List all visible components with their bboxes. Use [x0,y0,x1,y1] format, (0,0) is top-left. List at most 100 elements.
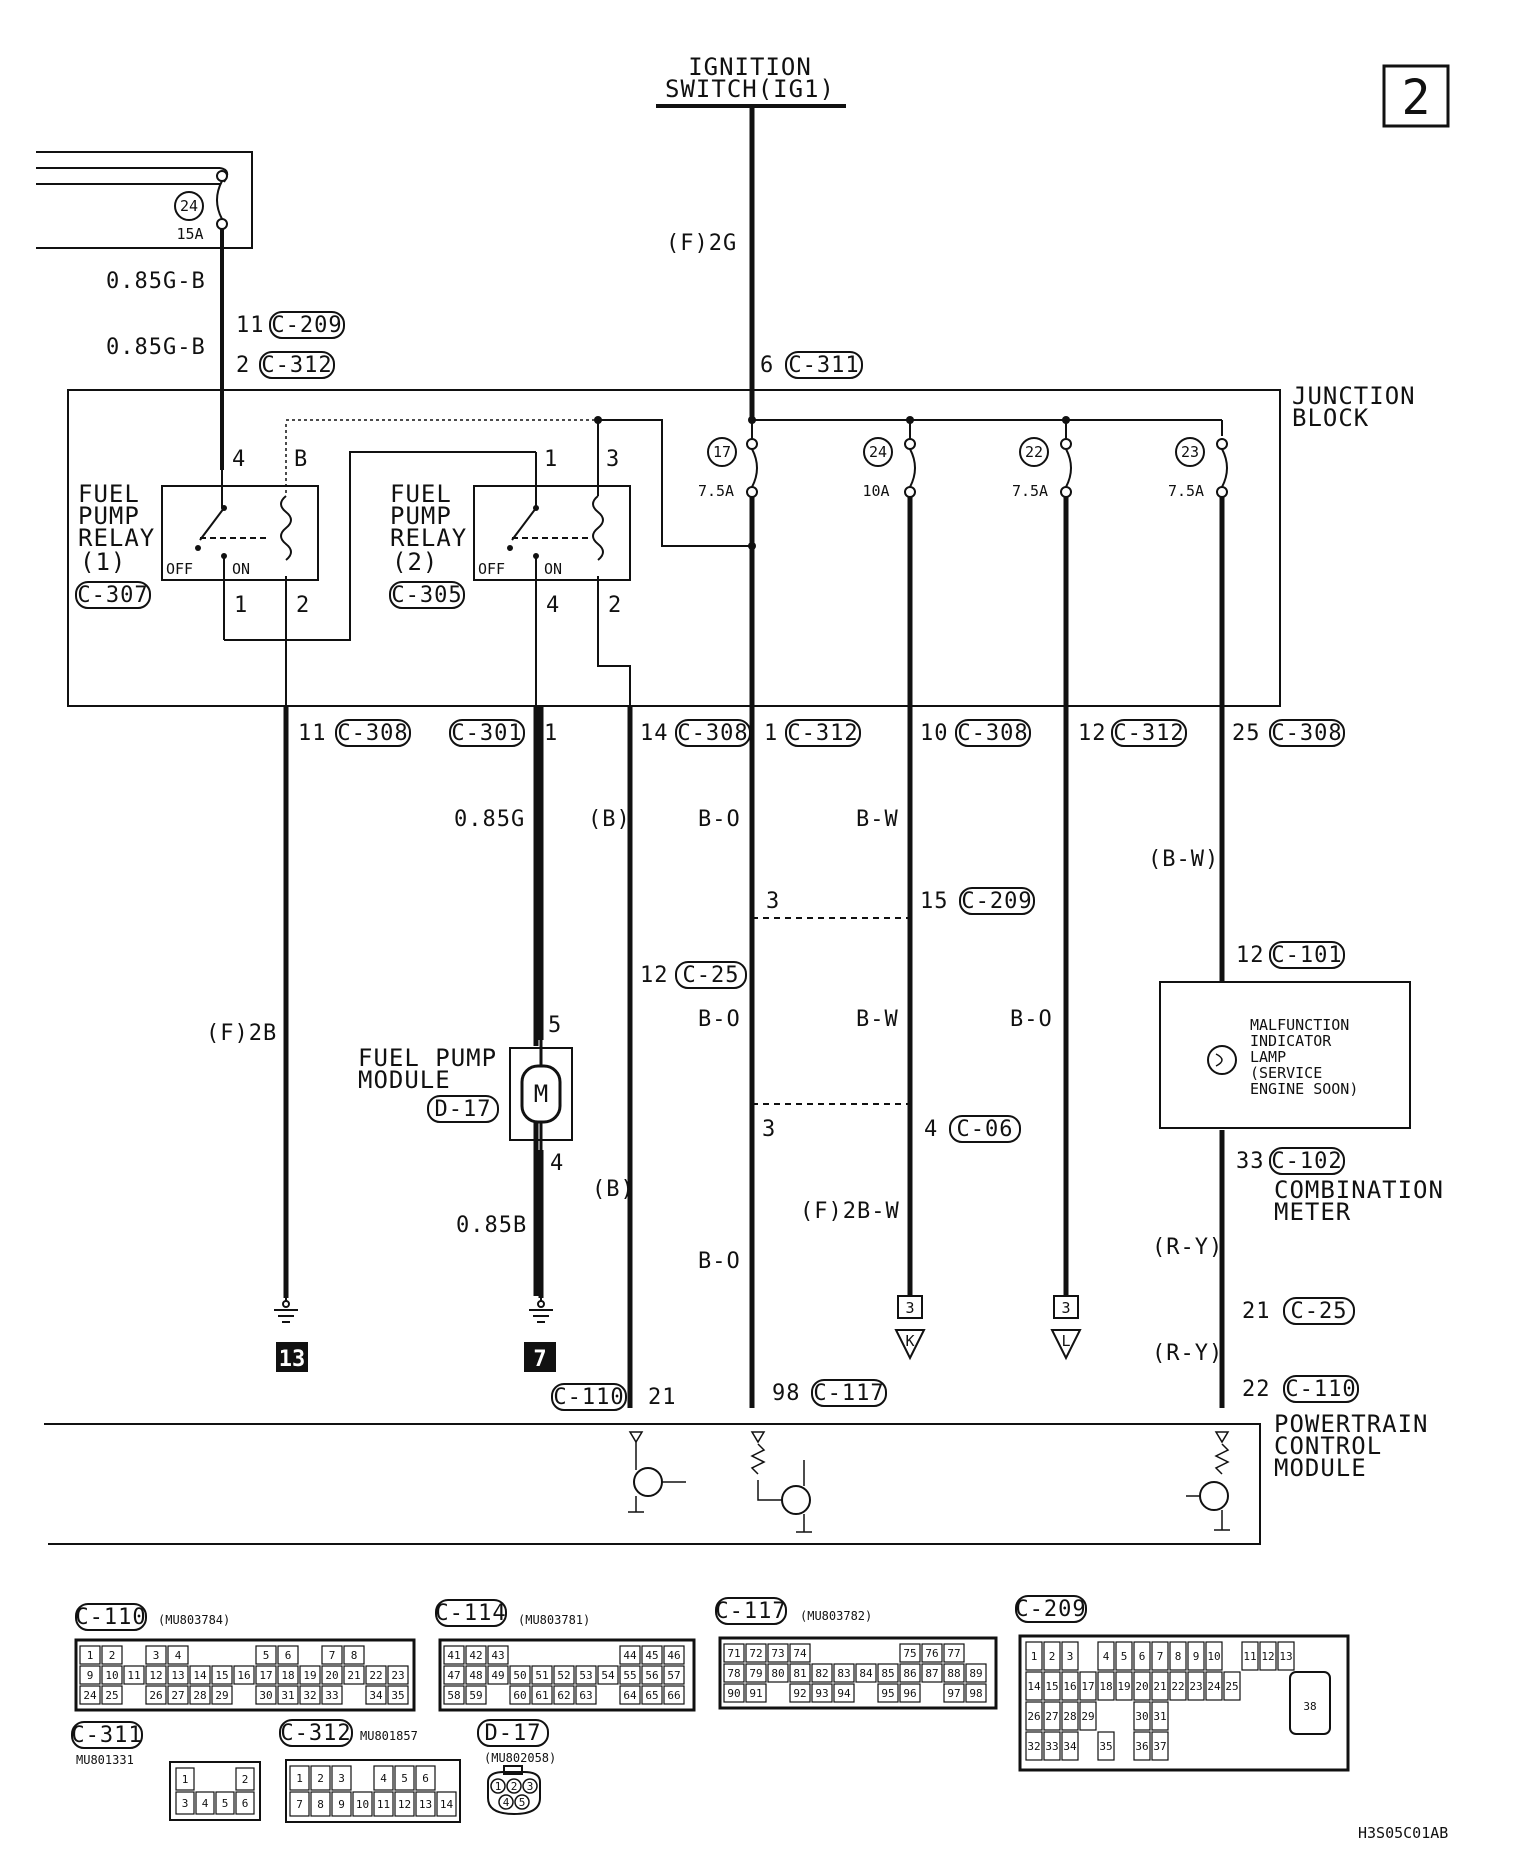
connector-pin-label: 41 [447,1649,460,1662]
connector-pin-cell [1025,1671,1043,1701]
connector-pin-label: 59 [469,1689,482,1702]
exit-pin-c308-10: 10 C-308 [920,719,1031,747]
connector-pin-cell [531,1665,553,1685]
connector-pin-label: 28 [1063,1710,1076,1723]
connector-pin-cell [255,1685,277,1705]
connector-pin-label: 32 [1027,1740,1040,1753]
connector-pin-cell [745,1643,767,1663]
svg-text:C-312: C-312 [787,721,858,746]
connector-pin-label: 32 [303,1689,316,1702]
connector-pin-label: 45 [645,1649,658,1662]
connector-pin-label: 93 [815,1687,828,1700]
connector-pin-cell [506,1778,522,1794]
jb-fuse-17: 17 7.5A [698,420,758,500]
svg-text:COMBINATION: COMBINATION [1274,1176,1444,1204]
svg-text:4: 4 [232,447,246,472]
connector-pin-cell [235,1791,255,1815]
svg-text:33: 33 [1236,1149,1265,1174]
connector-pin-cell [1061,1701,1079,1731]
svg-text:(MU803782): (MU803782) [800,1609,872,1623]
connector-pin-cell [789,1663,811,1683]
connector-pin-label: 28 [193,1689,206,1702]
svg-text:21: 21 [648,1385,677,1410]
svg-text:BLOCK: BLOCK [1292,404,1369,432]
svg-text:15A: 15A [176,225,203,243]
connector-pin-cell [1187,1641,1205,1671]
svg-text:24: 24 [180,197,198,215]
svg-text:SWITCH(IG1): SWITCH(IG1) [665,75,835,103]
connector-pin-label: 26 [1027,1710,1040,1723]
connector-pin-cell [465,1645,487,1665]
svg-text:C-25: C-25 [683,963,740,988]
connector-pin-cell [167,1645,189,1665]
connector-pin-label: 34 [369,1689,383,1702]
connector-pin-label: 30 [1135,1710,1148,1723]
svg-text:C-102: C-102 [1271,1149,1342,1174]
connector-pin-cell [943,1643,965,1663]
connector-pin-cell [1133,1701,1151,1731]
svg-text:3: 3 [905,1299,914,1317]
svg-text:M: M [534,1080,548,1108]
connector-pin-label: 18 [281,1669,294,1682]
connector-pin-label: 35 [1099,1740,1112,1753]
connector-pin-cell [373,1765,394,1791]
svg-text:3: 3 [1061,1299,1070,1317]
connector-pin-cell [387,1685,409,1705]
svg-text:RELAY: RELAY [390,524,467,552]
svg-text:5: 5 [548,1013,562,1038]
connector-pin-cell [1151,1701,1169,1731]
connector-pin-label: 1 [182,1773,189,1786]
connector-pin-cell [211,1685,233,1705]
fuel-pump-relay-2: FUEL PUMP RELAY (2) C-305 OFF ON 1 3 4 2 [389,416,756,706]
connector-pin-cell [175,1791,195,1815]
connector-pin-cell [1205,1641,1223,1671]
page-number-box: 2 [1382,64,1450,128]
connector-pin-cell [215,1791,235,1815]
connector-pin-label: 7 [1157,1650,1164,1663]
connector-pin-label: 17 [259,1669,272,1682]
junction-block: JUNCTION BLOCK [67,382,1415,707]
connector-pin-cell [619,1685,641,1705]
connector-pin-label: 12 [398,1798,411,1811]
connector-pin-label: 21 [1153,1680,1166,1693]
svg-text:C-312: C-312 [261,353,332,378]
connector-pin-cell [443,1665,465,1685]
connector-pin-label: 84 [859,1667,873,1680]
svg-text:FUEL PUMP: FUEL PUMP [358,1044,497,1072]
connector-pin-label: 63 [579,1689,592,1702]
svg-text:C-114: C-114 [435,1601,506,1626]
connector-pin-cell [1043,1701,1061,1731]
svg-text:MU801331: MU801331 [76,1753,134,1767]
connector-pin-cell [943,1683,965,1703]
svg-text:15: 15 [920,889,949,914]
connector-pin-label: 81 [793,1667,806,1680]
connector-pin-label: 92 [793,1687,806,1700]
connector-pin-cell [310,1791,331,1817]
connector-pin-cell [855,1663,877,1683]
connector-pin-label: 15 [1045,1680,1058,1693]
connector-pin-cell [189,1685,211,1705]
connector-pin-cell [289,1765,310,1791]
connector-pin-label: 7 [296,1798,303,1811]
connector-pin-cell [1061,1671,1079,1701]
connector-pin-label: 9 [87,1669,94,1682]
connector-pin-label: 23 [1189,1680,1202,1693]
connector-pin-label: 75 [903,1647,916,1660]
connector-pin-cell [921,1663,943,1683]
connector-pin-cell [443,1645,465,1665]
svg-text:C-209: C-209 [961,889,1032,914]
connector-pin-label: 66 [667,1689,680,1702]
connector-pin-label: 6 [242,1797,249,1810]
exit-pin-c308-14: 14 C-308 [640,719,751,747]
connector-pin-label: 11 [1243,1650,1256,1663]
connector-pin-cell [443,1685,465,1705]
connector-pin-cell [553,1665,575,1685]
svg-text:POWERTRAIN: POWERTRAIN [1274,1410,1429,1438]
fuel-pump-relay-1: FUEL PUMP RELAY (1) C-307 OFF ON 4 B 1 2 [75,419,600,706]
connector-pin-label: 36 [1135,1740,1148,1753]
connector-pin-cell [211,1665,233,1685]
svg-text:LAMP: LAMP [1250,1048,1286,1066]
